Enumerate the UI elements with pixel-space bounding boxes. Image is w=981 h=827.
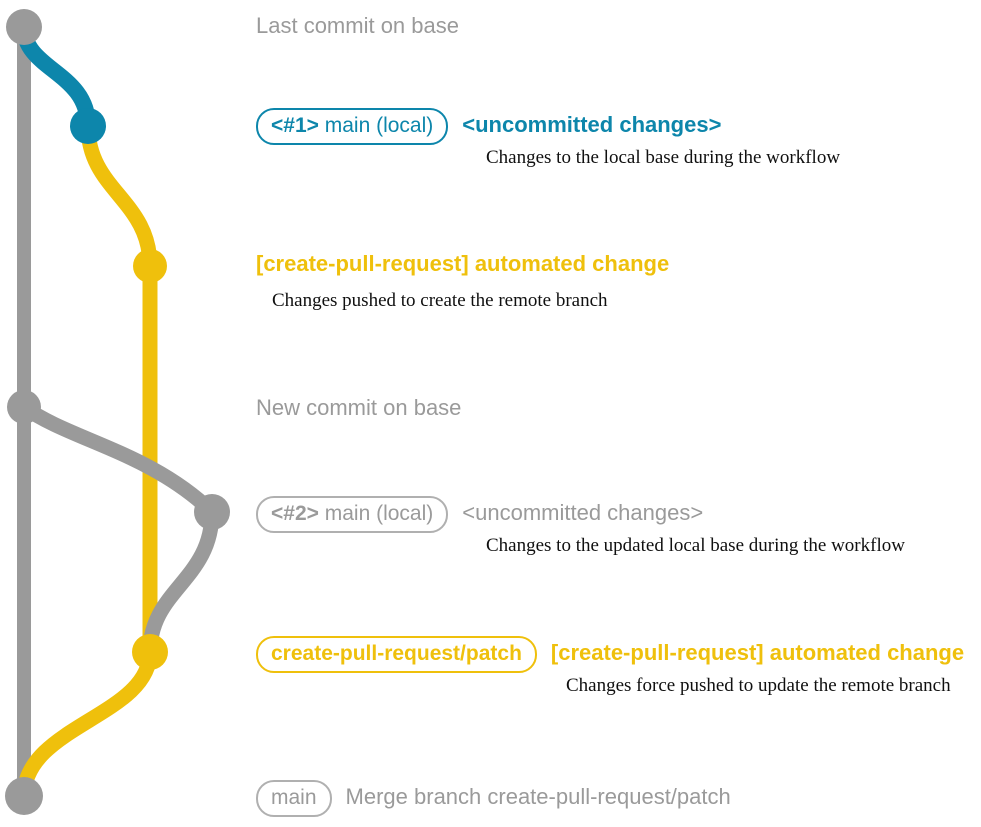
detached-branch-return-line [142, 504, 220, 660]
subtext-automated-change-1: Changes pushed to create the remote bran… [272, 290, 608, 311]
branch-pill-main[interactable]: main [256, 780, 332, 817]
subtext-local-uncommitted-1: Changes to the local base during the wor… [486, 147, 841, 168]
row-local-uncommitted-1: <#1> main (local) <uncommitted changes> [256, 108, 721, 145]
label-new-commit-on-base: New commit on base [256, 395, 462, 420]
commit-node-local-2 [194, 494, 230, 530]
row-automated-change-1: [create-pull-request] automated change [256, 252, 669, 276]
headline-automated-change-1: [create-pull-request] automated change [256, 251, 670, 276]
patch-lane-line-upper [80, 118, 158, 660]
headline-local-uncommitted-1: <uncommitted changes> [462, 112, 722, 137]
commit-node-base-head [6, 9, 42, 45]
row-automated-change-2: create-pull-request/patch [create-pull-r… [256, 636, 964, 673]
commit-node-base-new [7, 390, 41, 424]
patch-merge-line [16, 644, 158, 804]
commit-node-patch-1 [133, 249, 167, 283]
subtext-automated-change-2: Changes force pushed to update the remot… [566, 675, 951, 696]
branch-pill-local-1-number: <#1> [271, 114, 319, 137]
row-local-uncommitted-2: <#2> main (local) <uncommitted changes> [256, 496, 703, 533]
commit-node-merge [5, 777, 43, 815]
headline-automated-change-2: [create-pull-request] automated change [550, 640, 965, 665]
headline-merge-commit: Merge branch create-pull-request/patch [345, 784, 731, 809]
headline-local-uncommitted-2: <uncommitted changes> [462, 500, 704, 525]
branch-pill-local-1[interactable]: <#1> main (local) [256, 108, 449, 145]
branch-pill-local-2[interactable]: <#2> main (local) [256, 496, 449, 533]
detached-branch-line [16, 399, 220, 520]
branch-pill-local-1-name: main (local) [318, 114, 434, 137]
commit-node-local-1 [70, 108, 106, 144]
branch-pill-local-2-name: main (local) [318, 502, 434, 525]
subtext-local-uncommitted-2: Changes to the updated local base during… [486, 535, 905, 556]
label-last-commit-on-base: Last commit on base [256, 13, 459, 38]
row-merge-commit: main Merge branch create-pull-request/pa… [256, 780, 731, 817]
commit-node-patch-2 [132, 634, 168, 670]
branch-pill-local-2-number: <#2> [271, 502, 319, 525]
branch-pill-patch[interactable]: create-pull-request/patch [256, 636, 537, 673]
branch-pill-patch-name: create-pull-request/patch [271, 642, 522, 665]
branch-pill-main-name: main [271, 786, 317, 809]
